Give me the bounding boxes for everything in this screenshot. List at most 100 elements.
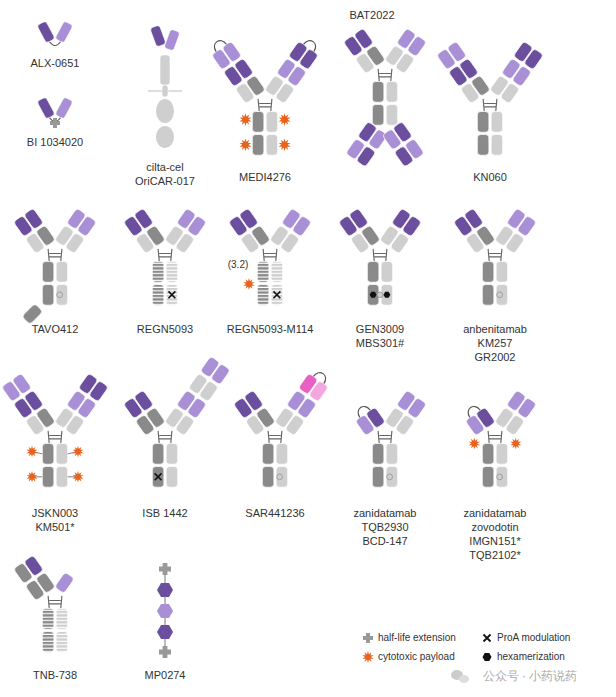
format-name: TNB-738 <box>33 668 77 682</box>
fab-arm <box>351 401 386 436</box>
payload-star <box>27 471 38 483</box>
domain <box>477 135 489 156</box>
antibody <box>351 390 427 487</box>
domain <box>65 414 85 436</box>
domain <box>42 609 54 630</box>
domain <box>77 215 97 237</box>
domain <box>402 215 422 237</box>
fab-arm <box>494 390 536 436</box>
domain <box>275 82 295 104</box>
domain <box>280 232 300 254</box>
domain <box>517 397 537 419</box>
domain <box>448 65 468 87</box>
domain <box>292 215 312 237</box>
domain <box>386 444 398 465</box>
proa-mark <box>155 473 162 480</box>
domain <box>235 82 255 104</box>
fab-arm <box>54 373 108 436</box>
hexamer-mark <box>157 583 173 597</box>
domain <box>505 414 525 436</box>
antibody <box>338 208 421 305</box>
domain <box>42 285 54 306</box>
watermark: 公众号 · 小药说药 <box>483 669 578 683</box>
hinge <box>263 249 277 262</box>
domain <box>500 82 520 104</box>
domain <box>394 146 414 168</box>
domain <box>152 285 164 306</box>
domain <box>276 444 288 465</box>
signal-domain <box>156 126 174 148</box>
hinge <box>48 249 62 262</box>
domain <box>166 285 178 306</box>
knob-dot <box>377 292 383 298</box>
format-name: BAT2022 <box>349 8 394 22</box>
domain <box>162 85 168 97</box>
domain <box>211 48 231 70</box>
domain <box>89 380 109 402</box>
format-name: cilta-cel <box>146 160 183 174</box>
payload-star <box>362 651 373 663</box>
domain <box>460 82 480 104</box>
domain <box>175 414 195 436</box>
domain <box>390 232 410 254</box>
payload-star <box>279 139 291 152</box>
format-name: REGN5093-M114 <box>227 322 314 336</box>
domain <box>37 21 55 43</box>
antibody <box>461 390 537 487</box>
domain <box>266 135 278 156</box>
hexamer-mark <box>157 625 173 639</box>
format-name: KM501* <box>35 520 74 534</box>
hinge <box>158 431 172 444</box>
hinge <box>373 249 387 262</box>
domain <box>25 232 45 254</box>
fab-arm <box>207 35 266 104</box>
domain <box>257 262 269 283</box>
domain <box>355 52 375 74</box>
knob-dot <box>57 292 63 298</box>
payload-star <box>239 139 251 152</box>
domain <box>343 35 363 57</box>
domain <box>166 467 178 488</box>
domain <box>233 397 253 419</box>
fab-arm <box>164 208 206 254</box>
hexamer-mark <box>383 292 390 298</box>
domain <box>55 97 73 119</box>
vhh-pair <box>37 97 73 128</box>
fab-arm <box>233 390 275 436</box>
hinge <box>268 431 282 444</box>
domain <box>13 215 33 237</box>
domain <box>382 129 402 151</box>
antibody <box>123 356 230 487</box>
format-name: BCD-147 <box>362 534 407 548</box>
fab-arm <box>274 367 333 436</box>
proa-mark <box>484 635 491 642</box>
domain <box>245 414 265 436</box>
domain <box>56 444 68 465</box>
domain <box>135 232 155 254</box>
format-name: OriCAR-017 <box>135 174 195 188</box>
domain <box>436 48 456 70</box>
antibody <box>343 28 426 167</box>
domain <box>135 414 155 436</box>
antibody <box>123 208 206 305</box>
domain <box>1 380 21 402</box>
hinge <box>378 69 392 82</box>
domain <box>372 467 384 488</box>
fab-arm <box>164 356 230 436</box>
domain <box>372 105 384 126</box>
domain <box>477 112 489 133</box>
legend-text: cytotoxic payload <box>378 651 455 663</box>
ratio-note: (3.2) <box>228 258 249 272</box>
domain <box>240 232 260 254</box>
antibody <box>436 41 543 155</box>
domain <box>152 467 164 488</box>
legend-text: half-life extension <box>378 632 456 644</box>
fab-arm <box>382 121 424 167</box>
payload-star <box>243 278 254 290</box>
domain <box>187 215 207 237</box>
format-name: JSKN003 <box>32 506 78 520</box>
domain <box>199 380 219 402</box>
domain <box>496 444 508 465</box>
domain <box>65 232 85 254</box>
